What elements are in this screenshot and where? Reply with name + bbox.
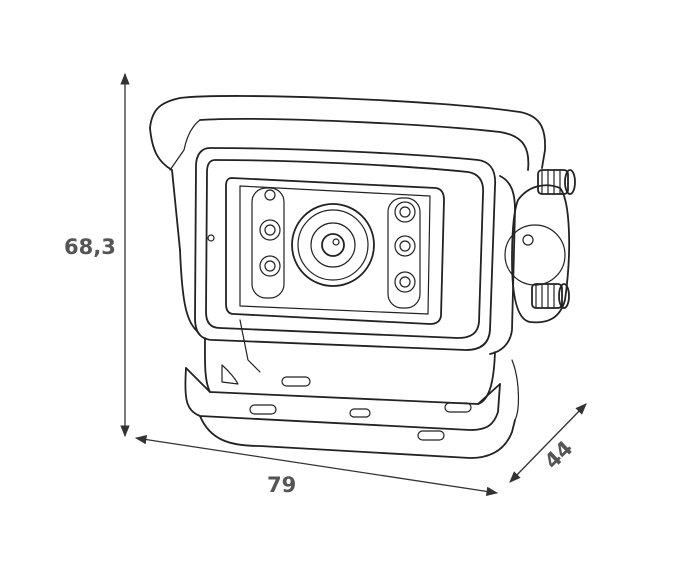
height-dimension: 68,3 xyxy=(64,72,130,438)
width-dimension: 79 xyxy=(134,434,499,497)
width-dimension-label: 79 xyxy=(267,473,296,497)
camera-body xyxy=(149,95,576,459)
top-connector-icon xyxy=(537,169,576,195)
bottom-connector-icon xyxy=(531,283,570,309)
depth-dimension-label: 44 xyxy=(540,436,578,474)
height-dimension-label: 68,3 xyxy=(64,235,116,259)
depth-dimension: 44 xyxy=(509,403,587,483)
